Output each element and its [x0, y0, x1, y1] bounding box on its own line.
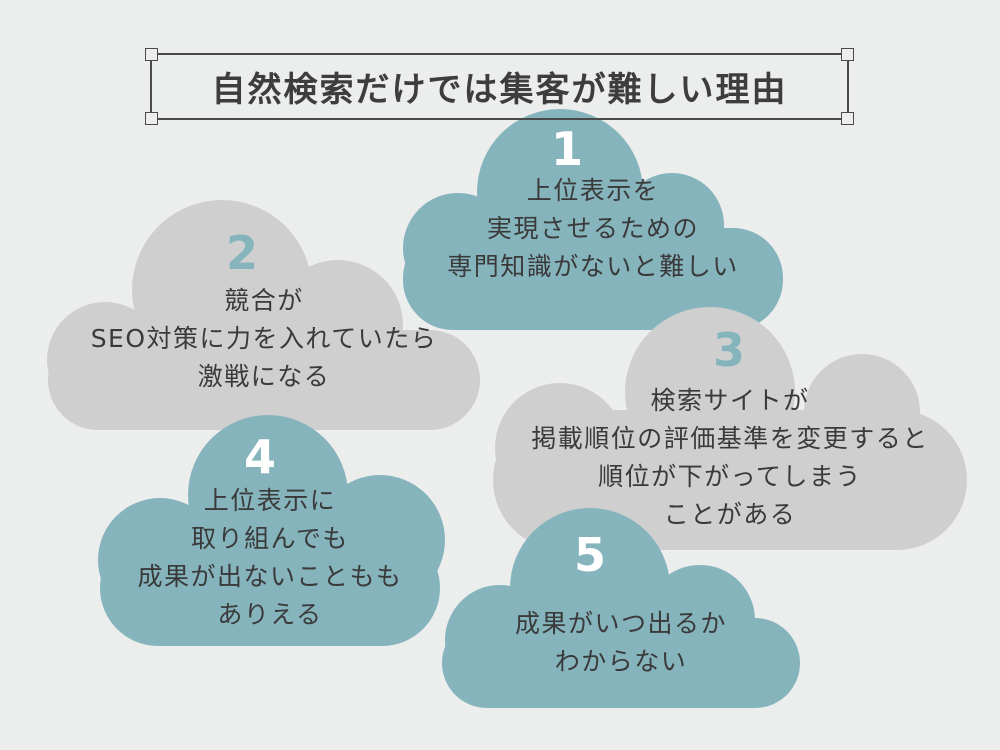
cloud-4: [98, 415, 445, 646]
title-frame: 自然検索だけでは集客が難しい理由: [145, 48, 854, 125]
reason-3-text: 検索サイトが 掲載順位の評価基準を変更すると 順位が下がってしまう ことがある: [493, 382, 967, 534]
reason-4-line-2: 取り組んでも: [191, 524, 349, 553]
reason-1-number: 1: [550, 122, 583, 176]
frame-corner-bottom-right: [841, 112, 854, 125]
reason-2-line-1: 競合が: [224, 286, 304, 315]
reason-2-line-3: 激戦になる: [197, 362, 331, 391]
reason-5-line-2: わからない: [554, 647, 688, 676]
reason-5-line-1: 成果がいつ出るか: [514, 609, 727, 638]
reason-4-line-1: 上位表示に: [203, 486, 337, 515]
reason-3-number: 3: [712, 323, 745, 377]
reason-1-line-1: 上位表示を: [526, 176, 660, 205]
cloud-2: [47, 200, 480, 430]
reason-3-line-3: 順位が下がってしまう: [598, 462, 862, 491]
reason-3-line-2: 掲載順位の評価基準を変更すると: [531, 424, 929, 453]
reason-4-line-4: ありえる: [217, 600, 323, 629]
reason-4-text: 上位表示に 取り組んでも 成果が出ないこともも ありえる: [100, 482, 440, 634]
reason-5-text: 成果がいつ出るか わからない: [442, 605, 800, 681]
reason-3-line-1: 検索サイトが: [650, 386, 810, 415]
frame-corner-top-right: [841, 48, 854, 61]
reason-2-text: 競合が SEO対策に力を入れていたら 激戦になる: [48, 282, 480, 396]
page-title: 自然検索だけでは集客が難しい理由: [211, 70, 788, 110]
reason-3-line-4: ことがある: [663, 500, 797, 529]
reason-2-number: 2: [225, 226, 258, 280]
reason-1-line-3: 専門知識がないと難しい: [447, 252, 739, 281]
reason-4-line-3: 成果が出ないこともも: [137, 562, 403, 591]
reason-2-line-2: SEO対策に力を入れていたら: [90, 324, 438, 353]
frame-corner-top-left: [145, 48, 158, 61]
cloud-5: [442, 508, 800, 708]
cloud-1: [403, 109, 783, 330]
reason-5-number: 5: [573, 528, 606, 582]
reason-4-number: 4: [243, 430, 276, 484]
reason-1-text: 上位表示を 実現させるための 専門知識がないと難しい: [403, 172, 783, 286]
frame-corner-bottom-left: [145, 112, 158, 125]
reason-1-line-2: 実現させるための: [486, 214, 699, 243]
